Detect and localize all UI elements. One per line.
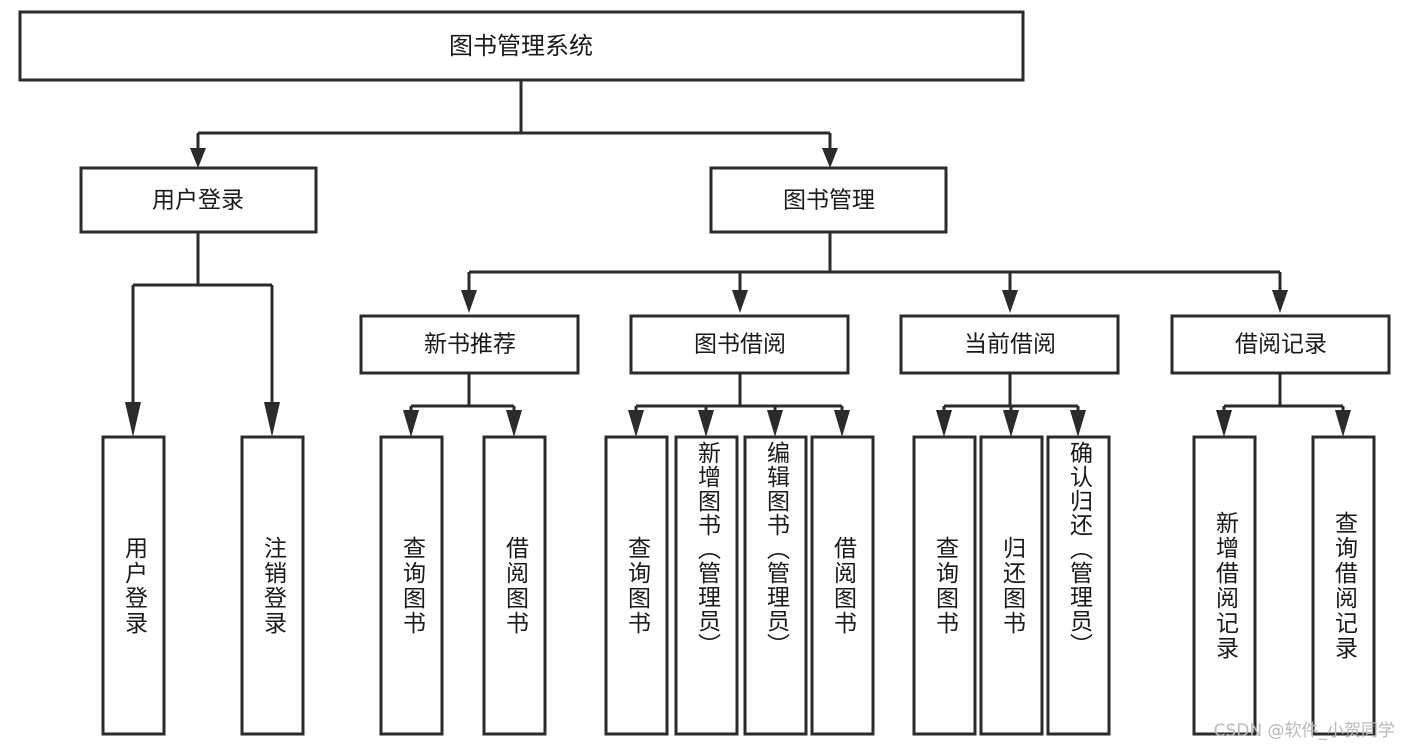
- node-borrow-record[interactable]: 借阅记录: [1170, 314, 1391, 375]
- node-leaf-book-borrow-1-box[interactable]: [604, 435, 669, 736]
- arrow-to-new-book: [461, 290, 477, 313]
- arrow-current-borrow-leaf-3: [1070, 410, 1086, 437]
- node-leaf-new-book-1-label-wrap: 查询图书: [381, 437, 442, 734]
- node-leaf-user-login-2-label: 注销登录: [259, 535, 286, 636]
- node-leaf-book-borrow-2-box[interactable]: [674, 435, 739, 736]
- arrow-user-login-leaf-1: [125, 402, 141, 437]
- arrow-root-to-book-mgmt: [822, 148, 838, 168]
- node-borrow-record-label: 借阅记录: [1235, 332, 1327, 358]
- node-leaf-borrow-record-1-box[interactable]: [1192, 435, 1257, 736]
- node-root-label: 图书管理系统: [449, 32, 593, 60]
- node-leaf-book-borrow-3-label-wrap: 编辑图书（管理员）: [745, 441, 806, 730]
- arrow-current-borrow-leaf-2: [1003, 410, 1019, 437]
- node-new-book-recommend[interactable]: 新书推荐: [359, 314, 580, 375]
- arrow-book-borrow-leaf-1: [628, 410, 644, 437]
- node-leaf-current-borrow-3[interactable]: [1046, 435, 1111, 736]
- node-root[interactable]: 图书管理系统: [18, 10, 1025, 82]
- arrow-new-book-leaf-1: [403, 410, 419, 437]
- node-user-login[interactable]: 用户登录: [79, 166, 318, 234]
- arrow-to-borrow-record: [1272, 290, 1288, 313]
- arrow-book-borrow-leaf-4: [834, 410, 850, 437]
- node-book-management-label: 图书管理: [783, 188, 875, 214]
- node-leaf-current-borrow-3-label-wrap: 确认归还（管理员）: [1048, 441, 1109, 730]
- node-leaf-book-borrow-1[interactable]: [604, 435, 669, 736]
- node-leaf-user-login-1-label-wrap: 用户登录: [103, 437, 164, 734]
- arrow-root-to-user-login: [190, 148, 206, 168]
- arrow-book-borrow-leaf-2: [698, 410, 714, 437]
- node-leaf-borrow-record-1-label-wrap: 新增借阅记录: [1194, 437, 1255, 734]
- node-leaf-borrow-record-2[interactable]: [1311, 435, 1376, 736]
- node-leaf-current-borrow-2-label: 归还图书: [998, 535, 1025, 636]
- arrow-book-borrow-leaf-3: [767, 410, 783, 437]
- node-current-borrow-box[interactable]: [899, 314, 1120, 375]
- node-leaf-book-borrow-4[interactable]: [810, 435, 875, 736]
- arrow-new-book-leaf-2: [506, 410, 522, 437]
- arrow-to-current-borrow: [1002, 290, 1018, 313]
- edge-layer: [125, 80, 1351, 437]
- node-user-login-box[interactable]: [79, 166, 318, 234]
- node-book-borrow-box[interactable]: [629, 314, 850, 375]
- node-leaf-book-borrow-1-label-wrap: 查询图书: [606, 437, 667, 734]
- node-new-book-recommend-box[interactable]: [359, 314, 580, 375]
- node-current-borrow[interactable]: 当前借阅: [899, 314, 1120, 375]
- node-leaf-user-login-1-label: 用户登录: [120, 535, 147, 636]
- node-book-borrow-label: 图书借阅: [694, 332, 786, 358]
- node-leaf-current-borrow-1-label: 查询图书: [931, 535, 958, 636]
- node-leaf-new-book-2-box[interactable]: [482, 435, 547, 736]
- node-leaf-borrow-record-2-label-wrap: 查询借阅记录: [1313, 437, 1374, 734]
- node-leaf-new-book-1-label: 查询图书: [398, 535, 425, 636]
- node-root-box[interactable]: [18, 10, 1025, 82]
- node-current-borrow-label: 当前借阅: [964, 332, 1056, 358]
- node-leaf-current-borrow-3-box[interactable]: [1046, 435, 1111, 736]
- node-leaf-current-borrow-2[interactable]: [979, 435, 1044, 736]
- node-leaf-current-borrow-3-label: 确认归还（管理员）: [1065, 441, 1092, 657]
- node-book-management[interactable]: 图书管理: [709, 166, 948, 234]
- node-borrow-record-box[interactable]: [1170, 314, 1391, 375]
- node-leaf-current-borrow-1-label-wrap: 查询图书: [914, 437, 975, 734]
- arrow-borrow-record-leaf-2: [1335, 410, 1351, 437]
- node-leaf-user-login-2-label-wrap: 注销登录: [242, 437, 303, 734]
- node-leaf-new-book-1-box[interactable]: [379, 435, 444, 736]
- node-leaf-book-borrow-4-label: 借阅图书: [829, 535, 856, 636]
- node-leaf-new-book-2-label-wrap: 借阅图书: [484, 437, 545, 734]
- node-leaf-book-borrow-4-label-wrap: 借阅图书: [812, 437, 873, 734]
- node-user-login-label: 用户登录: [152, 188, 244, 214]
- node-leaf-new-book-2[interactable]: [482, 435, 547, 736]
- node-book-management-box[interactable]: [709, 166, 948, 234]
- node-leaf-user-login-2-box[interactable]: [240, 435, 305, 736]
- node-leaf-book-borrow-3-label: 编辑图书（管理员）: [762, 441, 789, 657]
- node-book-borrow[interactable]: 图书借阅: [629, 314, 850, 375]
- node-leaf-borrow-record-1-label: 新增借阅记录: [1211, 510, 1238, 661]
- node-leaf-borrow-record-2-label: 查询借阅记录: [1330, 510, 1357, 661]
- node-leaf-book-borrow-4-box[interactable]: [810, 435, 875, 736]
- arrow-to-book-borrow: [732, 290, 748, 313]
- arrow-user-login-leaf-2: [264, 402, 280, 437]
- node-leaf-book-borrow-1-label: 查询图书: [623, 535, 650, 636]
- node-leaf-borrow-record-1[interactable]: [1192, 435, 1257, 736]
- node-new-book-recommend-label: 新书推荐: [424, 332, 516, 358]
- node-leaf-book-borrow-3-box[interactable]: [743, 435, 808, 736]
- node-leaf-book-borrow-2-label-wrap: 新增图书（管理员）: [676, 441, 737, 730]
- arrow-borrow-record-leaf-1: [1216, 410, 1232, 437]
- node-leaf-user-login-2[interactable]: [240, 435, 305, 736]
- node-leaf-user-login-1-box[interactable]: [101, 435, 166, 736]
- node-leaf-book-borrow-2-label: 新增图书（管理员）: [693, 441, 720, 657]
- node-leaf-book-borrow-3[interactable]: [743, 435, 808, 736]
- node-leaf-book-borrow-2[interactable]: [674, 435, 739, 736]
- node-leaf-borrow-record-2-box[interactable]: [1311, 435, 1376, 736]
- node-leaf-new-book-1[interactable]: [379, 435, 444, 736]
- arrow-current-borrow-leaf-1: [936, 410, 952, 437]
- node-leaf-current-borrow-1[interactable]: [912, 435, 977, 736]
- node-leaf-current-borrow-2-box[interactable]: [979, 435, 1044, 736]
- node-leaf-user-login-1[interactable]: [101, 435, 166, 736]
- node-leaf-new-book-2-label: 借阅图书: [501, 535, 528, 636]
- node-leaf-current-borrow-1-box[interactable]: [912, 435, 977, 736]
- node-leaf-current-borrow-2-label-wrap: 归还图书: [981, 437, 1042, 734]
